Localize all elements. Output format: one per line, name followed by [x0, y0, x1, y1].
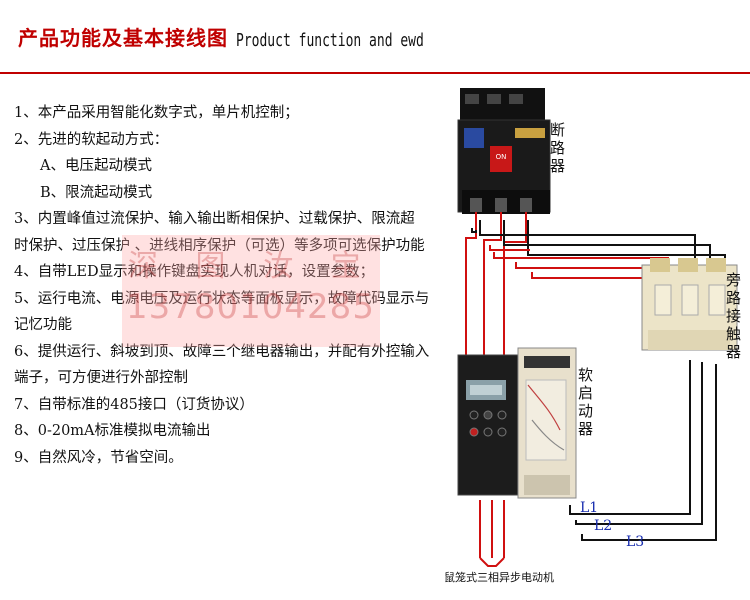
feature-item: 1、本产品采用智能化数字式，单片机控制； [14, 105, 299, 121]
breaker-label-1: 断 [550, 121, 565, 139]
feature-subitem: A、电压起动模式 [40, 158, 152, 174]
contactor-label-3: 接 [726, 307, 741, 325]
contactor-label-4: 触 [726, 325, 741, 343]
feature-subitem: B、限流起动模式 [40, 184, 153, 201]
contactor-label-5: 器 [726, 343, 741, 361]
contactor-label-1: 旁 [726, 271, 741, 289]
page-subtitle: Product function and ewd [236, 31, 424, 52]
line-label-l2: L2 [594, 518, 612, 534]
soft-starter: 软 启 动 器 [457, 347, 593, 499]
wiring-diagram: ON 断 路 器 [444, 88, 741, 584]
circuit-breaker: ON 断 路 器 [457, 88, 565, 214]
breaker-label-3: 器 [550, 157, 565, 175]
feature-item: 8、0-20mA标准模拟电流输出 [14, 423, 211, 439]
feature-item: 4、自带LED显示和操作键盘实现人机对话，设置参数； [14, 264, 375, 280]
soft-starter-label-4: 器 [578, 420, 593, 438]
breaker-switch [490, 146, 512, 172]
feature-item: 9、自然风冷，节省空间。 [14, 449, 183, 466]
soft-starter-label-3: 动 [578, 402, 593, 420]
feature-item: 记忆功能 [14, 317, 72, 333]
feature-item: 6、提供运行、斜坡到顶、故障三个继电器输出，并配有外控输入 [14, 343, 430, 360]
wires [465, 212, 726, 567]
contactor-label-2: 路 [726, 289, 741, 307]
feature-item: 5、运行电流、电源电压及运行状态等面板显示，故障代码显示与 [14, 290, 430, 307]
feature-item: 端子，可方便进行外部控制 [14, 370, 188, 386]
soft-starter-label-1: 软 [578, 366, 593, 384]
header-divider [0, 72, 750, 74]
feature-item: 时保护、过压保护 、进线相序保护（可选）等多项可选保护功能 [14, 237, 425, 254]
bypass-contactor: 旁 路 接 触 器 [641, 258, 741, 361]
feature-list: 1、本产品采用智能化数字式，单片机控制； 2、先进的软起动方式： A、电压起动模… [14, 100, 454, 471]
breaker-button-label: ON [496, 153, 507, 161]
line-label-l3: L3 [626, 534, 644, 550]
line-label-l1: L1 [580, 500, 598, 516]
breaker-label-2: 路 [550, 139, 565, 157]
feature-item: 2、先进的软起动方式： [14, 131, 169, 148]
soft-starter-label-2: 启 [578, 384, 593, 402]
motor-label: 鼠笼式三相异步电动机 [444, 570, 554, 584]
feature-item: 3、内置峰值过流保护、输入输出断相保护、过载保护、限流超 [14, 211, 415, 227]
page-title: 产品功能及基本接线图 [18, 26, 228, 50]
page-header: 产品功能及基本接线图 Product function and ewd [18, 22, 424, 52]
feature-item: 7、自带标准的485接口（订货协议） [14, 396, 254, 413]
